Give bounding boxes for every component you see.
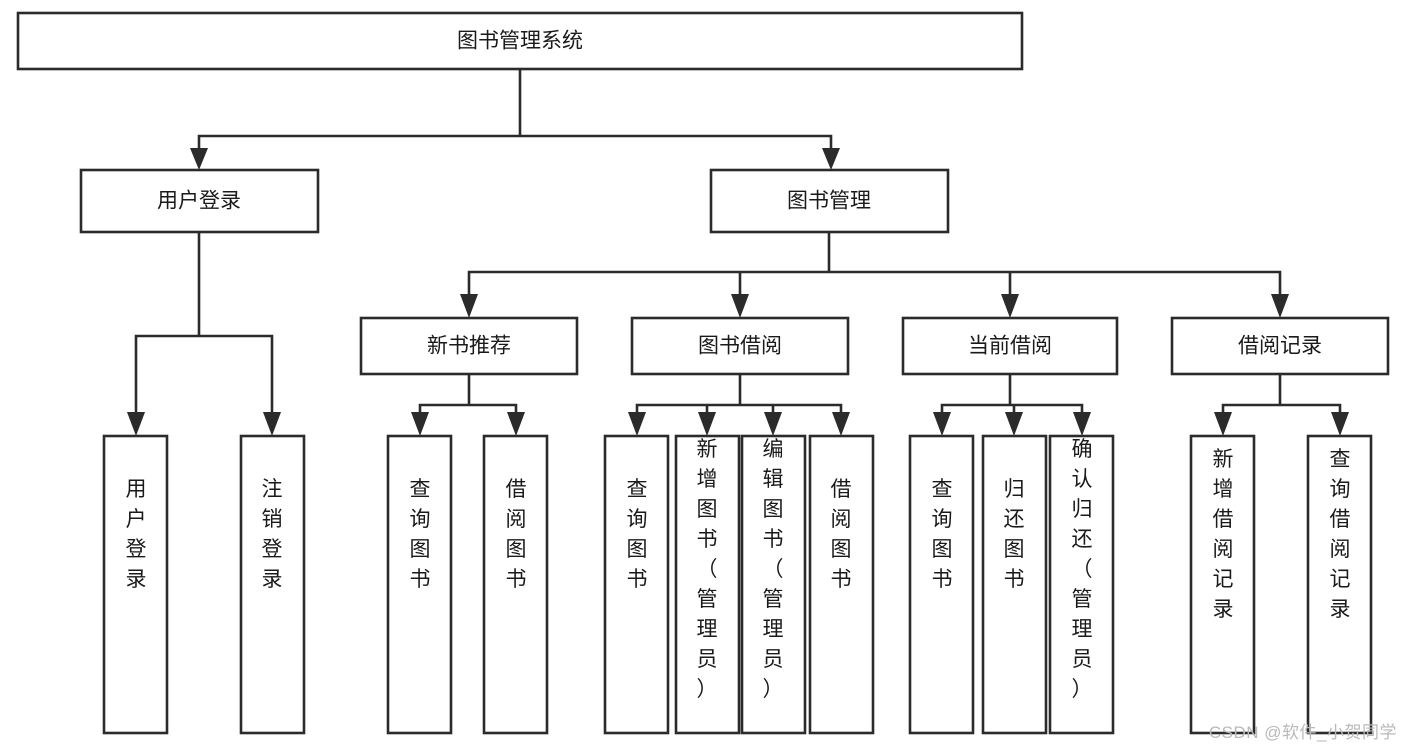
node-leaf-add-book-box[interactable] bbox=[674, 434, 741, 735]
node-leaf-borrow-book-1[interactable]: 借阅图书 bbox=[482, 434, 549, 735]
node-leaf-user-logout-box[interactable] bbox=[239, 434, 306, 735]
node-new-book-recommend[interactable]: 新书推荐 bbox=[359, 316, 579, 376]
arrowhead-leaf-edit-book bbox=[764, 412, 782, 436]
node-root-label: 图书管理系统 bbox=[457, 30, 583, 53]
arrowhead-new-book-recommend bbox=[460, 294, 478, 318]
arrowhead-leaf-query-book-1 bbox=[411, 412, 429, 436]
edge-userlogin-to-leaves bbox=[134, 230, 274, 420]
connector-layer bbox=[127, 67, 1349, 436]
node-borrow-record-label: 借阅记录 bbox=[1238, 335, 1322, 358]
node-leaf-confirm-return-box[interactable] bbox=[1048, 434, 1115, 735]
node-leaf-borrow-book-2-label: 借阅图书 bbox=[831, 478, 852, 591]
node-user-login-box[interactable] bbox=[79, 168, 320, 234]
arrowhead-book-borrow bbox=[731, 294, 749, 318]
edge-currentborrow-to-leaves bbox=[940, 372, 1084, 420]
node-leaf-user-logout-label: 注销登录 bbox=[262, 478, 283, 591]
node-leaf-confirm-return[interactable]: 确认归还（管理员） bbox=[1048, 434, 1115, 735]
node-leaf-edit-book[interactable]: 编辑图书（管理员） bbox=[740, 434, 807, 735]
node-leaf-query-book-3[interactable]: 查询图书 bbox=[908, 434, 975, 735]
arrowhead-leaf-confirm-return bbox=[1073, 412, 1091, 436]
node-leaf-return-book[interactable]: 归还图书 bbox=[981, 434, 1048, 735]
edge-newbook-to-leaves bbox=[418, 372, 518, 420]
node-book-borrow-label: 图书借阅 bbox=[698, 335, 782, 358]
node-leaf-borrow-book-2-box[interactable] bbox=[808, 434, 875, 735]
node-leaf-confirm-return-label: 确认归还（管理员） bbox=[1072, 438, 1093, 701]
node-leaf-add-borrow-record-label: 新增借阅记录 bbox=[1213, 448, 1234, 621]
node-leaf-query-borrow-record[interactable]: 查询借阅记录 bbox=[1306, 434, 1373, 735]
edge-borrowrecord-to-leaves bbox=[1221, 372, 1342, 420]
arrowhead-borrow-record bbox=[1271, 294, 1289, 318]
arrowhead-leaf-query-book-3 bbox=[933, 412, 951, 436]
node-leaf-query-book-1-label: 查询图书 bbox=[410, 478, 431, 591]
node-leaf-user-logout[interactable]: 注销登录 bbox=[239, 434, 306, 735]
node-leaf-edit-book-box[interactable] bbox=[740, 434, 807, 735]
arrowhead-user-login bbox=[190, 148, 208, 170]
arrowhead-leaf-add-book bbox=[698, 412, 716, 436]
node-leaf-add-book[interactable]: 新增图书（管理员） bbox=[674, 434, 741, 735]
node-leaf-borrow-book-1-box[interactable] bbox=[482, 434, 549, 735]
arrowhead-leaf-add-borrow-record bbox=[1214, 412, 1232, 436]
arrowhead-leaf-borrow-book-1 bbox=[507, 412, 525, 436]
node-current-borrow-box[interactable] bbox=[901, 316, 1119, 376]
node-user-login-label: 用户登录 bbox=[157, 190, 241, 213]
edge-root-to-level1 bbox=[197, 67, 833, 155]
node-leaf-borrow-book-1-label: 借阅图书 bbox=[506, 478, 527, 591]
node-user-login[interactable]: 用户登录 bbox=[79, 168, 320, 234]
node-leaf-user-login-label: 用户登录 bbox=[126, 478, 147, 591]
node-layer: 图书管理系统 用户登录 图书管理 新书推荐 图书借阅 当前 bbox=[16, 11, 1390, 735]
node-book-borrow-box[interactable] bbox=[630, 316, 850, 376]
node-leaf-user-login[interactable]: 用户登录 bbox=[102, 434, 169, 735]
node-new-book-recommend-box[interactable] bbox=[359, 316, 579, 376]
arrowhead-current-borrow bbox=[1001, 294, 1019, 318]
node-leaf-query-book-3-label: 查询图书 bbox=[932, 478, 953, 591]
node-current-borrow-label: 当前借阅 bbox=[968, 335, 1052, 358]
node-leaf-return-book-label: 归还图书 bbox=[1004, 478, 1025, 591]
node-leaf-return-book-box[interactable] bbox=[981, 434, 1048, 735]
node-root-box[interactable] bbox=[16, 11, 1024, 71]
edge-bookborrow-to-leaves bbox=[635, 372, 843, 420]
node-leaf-query-book-2-label: 查询图书 bbox=[627, 478, 648, 591]
node-leaf-add-book-label: 新增图书（管理员） bbox=[697, 438, 718, 701]
edge-bookmanage-to-level2 bbox=[467, 230, 1282, 302]
node-leaf-query-borrow-record-label: 查询借阅记录 bbox=[1330, 448, 1351, 621]
node-leaf-query-book-1[interactable]: 查询图书 bbox=[386, 434, 453, 735]
node-leaf-edit-book-label: 编辑图书（管理员） bbox=[763, 438, 784, 701]
node-book-manage-label: 图书管理 bbox=[787, 190, 871, 213]
node-root[interactable]: 图书管理系统 bbox=[16, 11, 1024, 71]
node-leaf-query-borrow-record-box[interactable] bbox=[1306, 434, 1373, 735]
node-leaf-user-login-box[interactable] bbox=[102, 434, 169, 735]
node-leaf-query-book-3-box[interactable] bbox=[908, 434, 975, 735]
node-book-manage[interactable]: 图书管理 bbox=[709, 168, 950, 234]
arrowhead-leaf-user-login bbox=[127, 412, 145, 436]
arrowhead-leaf-return-book bbox=[1005, 412, 1023, 436]
node-leaf-add-borrow-record[interactable]: 新增借阅记录 bbox=[1189, 434, 1256, 735]
arrowhead-leaf-borrow-book-2 bbox=[832, 412, 850, 436]
node-leaf-query-book-1-box[interactable] bbox=[386, 434, 453, 735]
node-book-borrow[interactable]: 图书借阅 bbox=[630, 316, 850, 376]
node-current-borrow[interactable]: 当前借阅 bbox=[901, 316, 1119, 376]
arrowhead-book-manage bbox=[822, 148, 840, 170]
node-book-manage-box[interactable] bbox=[709, 168, 950, 234]
node-borrow-record[interactable]: 借阅记录 bbox=[1170, 316, 1390, 376]
node-leaf-query-book-2[interactable]: 查询图书 bbox=[603, 434, 670, 735]
arrowhead-leaf-user-logout bbox=[263, 412, 281, 436]
arrowhead-leaf-query-borrow-record bbox=[1331, 412, 1349, 436]
node-leaf-query-book-2-box[interactable] bbox=[603, 434, 670, 735]
arrowhead-leaf-query-book-2 bbox=[628, 412, 646, 436]
node-borrow-record-box[interactable] bbox=[1170, 316, 1390, 376]
node-new-book-recommend-label: 新书推荐 bbox=[427, 335, 511, 358]
node-leaf-add-borrow-record-box[interactable] bbox=[1189, 434, 1256, 735]
node-leaf-borrow-book-2[interactable]: 借阅图书 bbox=[808, 434, 875, 735]
